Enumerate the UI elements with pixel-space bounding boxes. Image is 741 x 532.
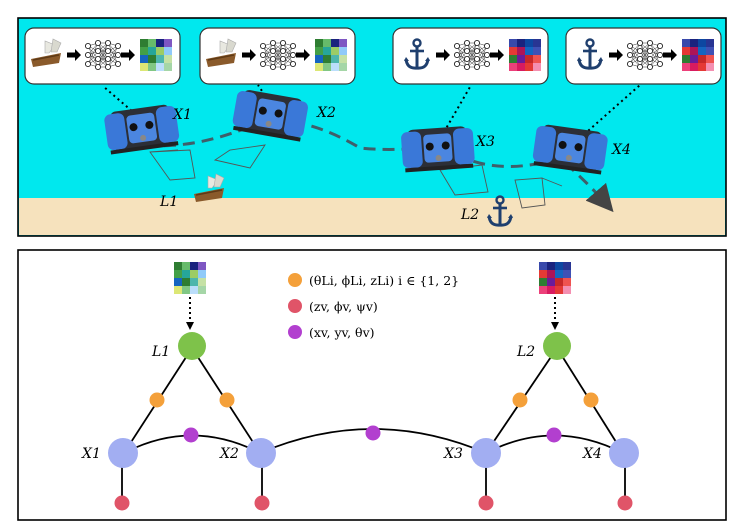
label-x2: X2 <box>316 105 336 121</box>
legend: (θLi, ϕLi, zLi) i ∈ {1, 2} (zv, ϕv, ψv) … <box>288 273 459 340</box>
pose-node-x4 <box>609 438 639 468</box>
top-panel: X1 X2 X3 X4 L1 L2 <box>17 17 727 237</box>
node-label-l2: L2 <box>516 344 535 360</box>
depth-factor <box>114 495 130 511</box>
label-x3: X3 <box>475 134 495 150</box>
legend-marker-landmark-factor <box>288 273 302 287</box>
feature-grid-icon-l1 <box>174 262 206 294</box>
node-label-x4: X4 <box>582 446 602 462</box>
pipeline-box-3 <box>392 27 549 85</box>
legend-depth-factor: (zv, ϕv, ψv) <box>309 299 378 314</box>
label-l2: L2 <box>460 207 479 223</box>
node-label-x3: X3 <box>443 446 463 462</box>
odometry-factor <box>183 427 199 443</box>
legend-marker-depth-factor <box>288 299 302 313</box>
pose-node-x2 <box>246 438 276 468</box>
legend-odometry-factor: (xv, yv, θv) <box>309 325 375 340</box>
sonar-cone-x2 <box>213 144 266 169</box>
depth-factor <box>617 495 633 511</box>
robot-x3 <box>400 125 476 173</box>
depth-factor <box>254 495 270 511</box>
landmark-factor <box>149 392 165 408</box>
factor-graph-panel: L1 L2 X1 X2 X3 X4 (θLi, ϕLi, zLi) i ∈ {1… <box>17 249 727 521</box>
landmark-node-l2 <box>543 332 571 360</box>
pose-node-x1 <box>108 438 138 468</box>
node-label-x1: X1 <box>81 446 101 462</box>
feature-grid-icon <box>509 39 541 71</box>
landmark-factor <box>219 392 235 408</box>
landmark-node-l1 <box>178 332 206 360</box>
legend-landmark-factor: (θLi, ϕLi, zLi) i ∈ {1, 2} <box>309 273 459 288</box>
link-x1-box <box>103 86 141 119</box>
odometry-factor <box>365 425 381 441</box>
label-x4: X4 <box>611 142 631 158</box>
feature-grid-icon <box>682 39 714 71</box>
legend-marker-odometry-factor <box>288 325 302 339</box>
landmark-factor <box>512 392 528 408</box>
node-label-l1: L1 <box>151 344 170 360</box>
label-x1: X1 <box>172 107 192 123</box>
odometry-factor <box>546 427 562 443</box>
feature-grid-icon <box>140 39 172 71</box>
feature-grid-icon <box>315 39 347 71</box>
sonar-cone-x1 <box>149 149 196 181</box>
label-l1: L1 <box>159 194 178 210</box>
link-x4-box <box>579 84 641 139</box>
pose-node-x3 <box>471 438 501 468</box>
feature-grid-icon-l2 <box>539 262 571 294</box>
pipeline-box-2 <box>199 27 356 85</box>
depth-factor <box>478 495 494 511</box>
pipeline-box-1 <box>24 27 181 85</box>
seabed <box>19 198 725 235</box>
node-label-x2: X2 <box>219 446 239 462</box>
sonar-cone-x4 <box>514 177 563 209</box>
pipeline-box-4 <box>565 27 722 85</box>
landmark-factor <box>583 392 599 408</box>
